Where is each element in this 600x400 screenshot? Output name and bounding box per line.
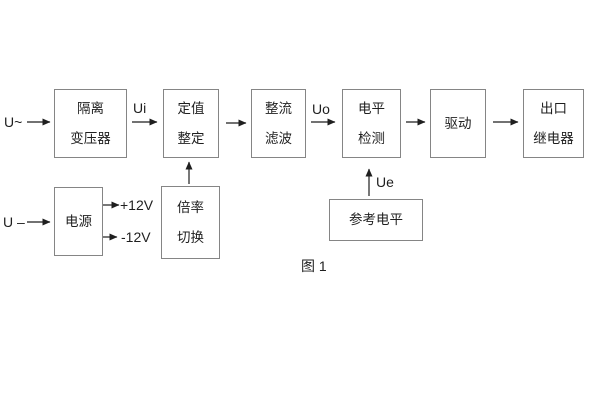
block-label: 定值 [177, 101, 205, 116]
block-label: 滤波 [265, 130, 292, 146]
block-multiplier-switch: 倍率 切换 [161, 186, 220, 259]
label-plus-12v: +12V [120, 197, 154, 213]
block-label: 倍率 [177, 200, 204, 215]
block-label: 变压器 [70, 130, 111, 146]
block-output-relay: 出口 继电器 [523, 89, 584, 158]
block-label: 驱动 [444, 115, 472, 131]
block-reference-level: 参考电平 [329, 199, 423, 241]
block-isolation-transformer: 隔离 变压器 [54, 89, 127, 158]
block-label: 切换 [177, 229, 204, 245]
label-ui: Ui [133, 100, 147, 116]
block-label: 整流 [265, 101, 292, 116]
label-ac-input: U~ [4, 114, 23, 130]
label-ue: Ue [376, 174, 394, 190]
block-label: 检测 [358, 130, 385, 146]
block-label: 继电器 [533, 130, 574, 146]
block-rectifier-filter: 整流 滤波 [251, 89, 306, 158]
label-uo: Uo [312, 101, 330, 117]
block-driver: 驱动 [430, 89, 486, 158]
block-label: 出口 [540, 101, 567, 116]
block-label: 电源 [65, 213, 92, 229]
block-power-supply: 电源 [54, 187, 103, 256]
block-label: 整定 [177, 130, 205, 146]
block-label: 隔离 [77, 101, 104, 116]
block-level-detect: 电平 检测 [342, 89, 401, 158]
block-setpoint-adjust: 定值 整定 [163, 89, 219, 158]
block-label: 参考电平 [349, 212, 403, 228]
block-label: 电平 [358, 101, 385, 116]
label-minus-12v: -12V [121, 229, 151, 245]
label-dc-input: U – [3, 214, 25, 230]
figure-caption: 图 1 [301, 258, 327, 274]
